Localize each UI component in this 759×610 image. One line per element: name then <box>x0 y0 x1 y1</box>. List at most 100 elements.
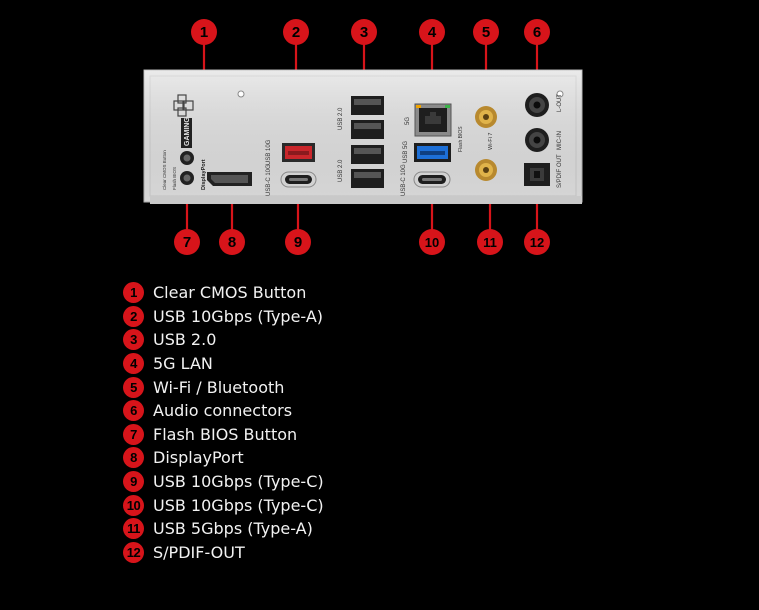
legend-label: Flash BIOS Button <box>153 424 298 444</box>
spdif-label: S/PDIF OUT <box>557 154 563 188</box>
callout-7: 7 <box>174 229 200 255</box>
callout-5-text: 5 <box>482 24 490 41</box>
usb-5g-label: USB 5G <box>403 141 409 163</box>
lan-5g-port[interactable] <box>414 103 452 137</box>
callout-10: 10 <box>419 229 445 255</box>
legend-number-badge: 9 <box>123 471 144 493</box>
callout-9: 9 <box>285 229 311 255</box>
wifi-antenna-connector[interactable] <box>475 106 497 128</box>
callout-1: 1 <box>191 19 217 45</box>
usb20-label-a: USB 2.0 <box>338 107 344 130</box>
screw-hole <box>556 90 564 98</box>
legend-label: 5G LAN <box>153 354 213 374</box>
usb-c-10g-port[interactable] <box>413 171 451 188</box>
legend-label: USB 10Gbps (Type-A) <box>153 306 324 326</box>
callout-3: 3 <box>351 19 377 45</box>
callout-5: 5 <box>473 19 499 45</box>
audio-line-out-jack[interactable] <box>525 93 549 117</box>
legend-item: 7 Flash BIOS Button <box>123 423 324 447</box>
callout-3-text: 3 <box>360 24 368 41</box>
legend-item: 9 USB 10Gbps (Type-C) <box>123 470 324 494</box>
callout-11: 11 <box>477 229 503 255</box>
legend-label: S/PDIF-OUT <box>153 542 245 562</box>
legend-label: Clear CMOS Button <box>153 283 307 303</box>
usb20-port[interactable] <box>351 169 384 188</box>
callout-badges: 1 2 3 4 5 6 7 8 9 10 11 12 <box>174 19 550 255</box>
callout-8-text: 8 <box>228 234 236 251</box>
legend-item: 12 S/PDIF-OUT <box>123 541 324 565</box>
legend-number-badge: 2 <box>123 305 144 327</box>
usb-10g-type-a-port[interactable] <box>282 143 315 162</box>
io-shield-plate: GAMING Clear CMOS Button Flash BIOS Disp… <box>143 69 583 204</box>
callout-7-text: 7 <box>183 234 191 251</box>
legend-number-badge: 11 <box>123 518 144 540</box>
spdif-out-port[interactable] <box>524 163 550 186</box>
displayport-label: DisplayPort <box>201 159 207 190</box>
legend-item: 3 USB 2.0 <box>123 328 324 352</box>
legend-number-badge: 10 <box>123 494 144 516</box>
legend-item: 6 Audio connectors <box>123 399 324 423</box>
callout-6: 6 <box>524 19 550 45</box>
displayport-port[interactable] <box>207 172 252 186</box>
callout-6-text: 6 <box>533 24 541 41</box>
gamepad-icon <box>173 94 194 117</box>
legend-number-badge: 5 <box>123 376 144 398</box>
legend-item: 10 USB 10Gbps (Type-C) <box>123 493 324 517</box>
wifi-antenna-connector[interactable] <box>475 159 497 181</box>
screw-hole <box>237 90 245 98</box>
lan-5g-label: 5G <box>405 117 411 125</box>
usbc-10g-right-label: USB-C 10G <box>401 164 407 196</box>
micin-label: MIC-IN <box>557 131 563 150</box>
callout-4-text: 4 <box>428 24 437 41</box>
callout-11-text: 11 <box>483 235 497 250</box>
legend-label: Wi-Fi / Bluetooth <box>153 377 285 397</box>
legend-number-badge: 8 <box>123 447 144 469</box>
legend-item: 1 Clear CMOS Button <box>123 281 324 305</box>
legend-label: USB 2.0 <box>153 330 217 350</box>
wifi-label: Wi-Fi 7 <box>488 133 494 150</box>
legend-label: USB 10Gbps (Type-C) <box>153 495 324 515</box>
audio-mic-in-jack[interactable] <box>525 128 549 152</box>
callout-2-text: 2 <box>292 24 300 41</box>
usb20-port[interactable] <box>351 120 384 139</box>
gaming-badge <box>181 118 192 148</box>
flash-bios-port-label: Flash BIOS <box>458 126 464 152</box>
usb-5g-type-a-port[interactable] <box>414 143 451 162</box>
usb-c-10g-port[interactable] <box>280 171 317 188</box>
legend-label: Audio connectors <box>153 401 293 421</box>
legend-item: 5 Wi-Fi / Bluetooth <box>123 375 324 399</box>
legend-number-badge: 1 <box>123 282 144 304</box>
callout-4: 4 <box>419 19 445 45</box>
legend-number-badge: 7 <box>123 423 144 445</box>
clear-cmos-small-label: Clear CMOS Button <box>162 150 167 190</box>
callout-12-text: 12 <box>530 235 544 250</box>
callout-12: 12 <box>524 229 550 255</box>
legend-label: DisplayPort <box>153 448 244 468</box>
legend-label: USB 10Gbps (Type-C) <box>153 472 324 492</box>
io-panel-diagram: GAMING Clear CMOS Button Flash BIOS Disp… <box>143 19 583 255</box>
usb20-port[interactable] <box>351 145 384 164</box>
legend-item: 2 USB 10Gbps (Type-A) <box>123 305 324 329</box>
usb-10g-label: USB 10G <box>266 139 272 165</box>
callout-2: 2 <box>283 19 309 45</box>
legend-label: USB 5Gbps (Type-A) <box>153 519 313 539</box>
legend-item: 8 DisplayPort <box>123 446 324 470</box>
flash-bios-small-label: Flash BIOS <box>172 167 177 190</box>
legend-number-badge: 3 <box>123 329 144 351</box>
usb20-port[interactable] <box>351 96 384 115</box>
flash-bios-button[interactable] <box>180 171 194 185</box>
callout-1-text: 1 <box>200 24 208 41</box>
legend-number-badge: 6 <box>123 400 144 422</box>
legend-item: 11 USB 5Gbps (Type-A) <box>123 517 324 541</box>
clear-cmos-button[interactable] <box>180 151 194 165</box>
lout-label: L-OUT <box>557 94 563 112</box>
legend-number-badge: 4 <box>123 353 144 375</box>
usb20-label-b: USB 2.0 <box>338 159 344 182</box>
callout-9-text: 9 <box>294 234 302 251</box>
gaming-label: GAMING <box>184 117 191 146</box>
callout-8: 8 <box>219 229 245 255</box>
callout-10-text: 10 <box>425 235 439 250</box>
legend-number-badge: 12 <box>123 541 144 563</box>
usbc-10g-left-label: USB-C 10G <box>266 164 272 196</box>
